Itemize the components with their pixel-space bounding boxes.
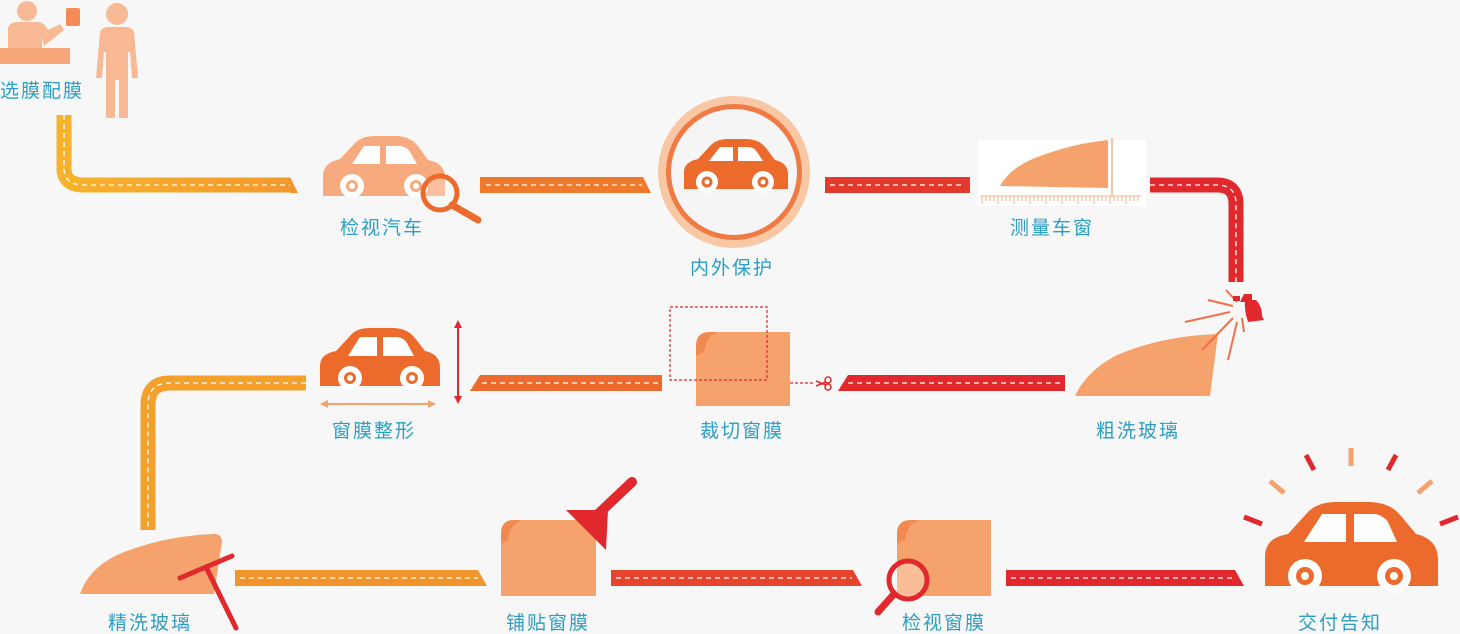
step-label-deliver: 交付告知 <box>1297 612 1383 634</box>
car-search-icon <box>323 136 482 224</box>
film-apply-icon <box>501 477 637 596</box>
squeegee-window-icon <box>80 534 239 631</box>
car-shine-icon <box>1243 448 1459 593</box>
step-label-protect: 内外保护 <box>689 257 775 279</box>
road-inspect-to-protect <box>480 177 651 193</box>
step-label-cut: 裁切窗膜 <box>699 420 785 442</box>
road-select-to-inspect <box>56 115 298 193</box>
step-label-select: 选膜配膜 <box>0 80 85 102</box>
road-wash-to-cut <box>838 375 1065 391</box>
road-shape-to-finewash <box>140 375 306 530</box>
road-inspectfilm-to-deliver <box>1006 570 1244 586</box>
film-search-icon <box>874 520 991 616</box>
spray-window-icon <box>1075 289 1264 396</box>
step-label-inspect-car: 检视汽车 <box>339 217 425 239</box>
car-resize-icon <box>320 320 462 408</box>
car-shield-icon <box>658 96 810 248</box>
film-cut-icon <box>669 306 832 406</box>
step-label-shape: 窗膜整形 <box>331 420 417 442</box>
people-icon <box>0 1 138 118</box>
step-label-fine-wash: 精洗玻璃 <box>107 612 193 634</box>
step-label-measure: 测量车窗 <box>1009 217 1095 239</box>
road-apply-to-inspectfilm <box>611 570 862 586</box>
road-cut-to-shape <box>470 375 662 391</box>
road-finewash-to-apply <box>235 570 487 586</box>
step-label-apply: 铺贴窗膜 <box>505 612 591 634</box>
road-protect-to-measure <box>825 177 970 193</box>
window-ruler-icon <box>978 138 1146 206</box>
step-label-inspect-film: 检视窗膜 <box>901 612 987 634</box>
step-label-rough-wash: 粗洗玻璃 <box>1095 420 1181 442</box>
road-measure-to-wash <box>1150 177 1244 282</box>
